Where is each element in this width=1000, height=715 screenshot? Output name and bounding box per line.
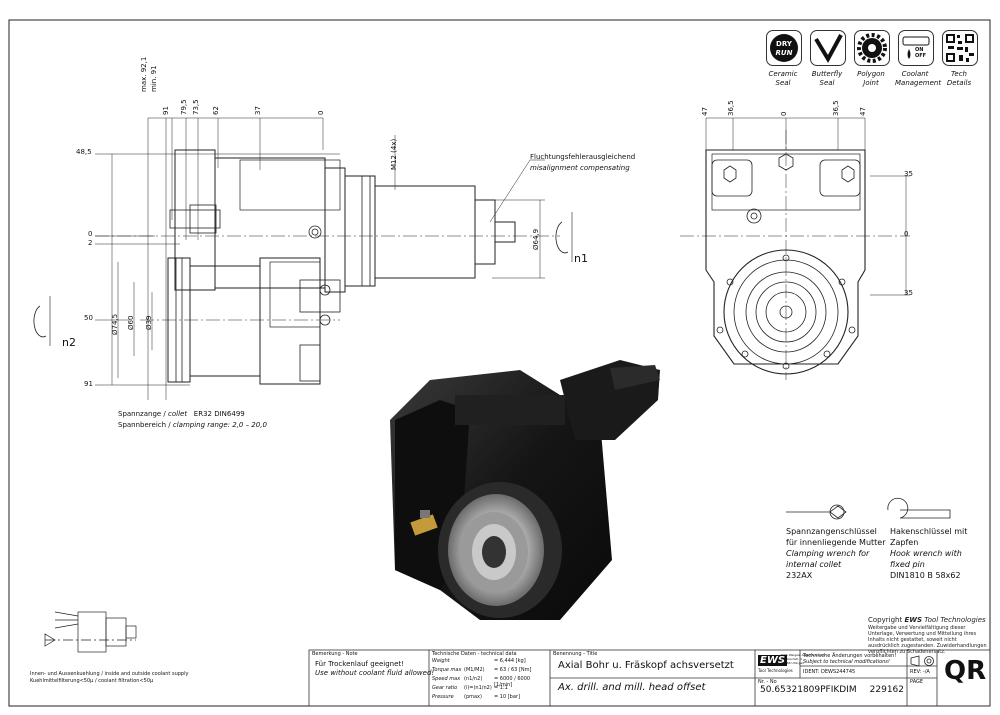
company-address: EWS Weigele GmbH & Co. KG Maybachstr. 1 … xyxy=(781,653,826,665)
tech-data-value: = 6000 / 6000 [1/min] xyxy=(494,676,531,688)
tech-details-caption[interactable]: Tech Details xyxy=(946,70,972,87)
ident-number: IDENT: DEWS244745 xyxy=(803,669,856,675)
dim-48-5: 48,5 xyxy=(76,148,92,156)
front-view xyxy=(680,117,910,380)
dim-91-left: 91 xyxy=(84,380,93,388)
company-logo: EWS xyxy=(758,655,788,666)
front-dim-47-right: 47 xyxy=(859,107,867,116)
dim-dia-39: Ø39 xyxy=(145,315,153,330)
front-dim-0: 0 xyxy=(780,111,788,116)
tech-data-label: Speed max xyxy=(432,676,461,682)
tech-data-unit: (pmax) xyxy=(464,694,482,700)
tech-data-value: = 63 / 63 [Nm] xyxy=(494,667,532,673)
wrench-right-text: Hakenschlüssel mit Zapfen Hook wrench wi… xyxy=(890,527,968,580)
dim-dia-60: Ø60 xyxy=(127,315,135,330)
tech-data-unit: (M1/M2) xyxy=(464,667,485,673)
tech-data-row: Gear ratio (i)=(n1/n2)= 1:1 xyxy=(432,685,548,694)
coolant-management-caption: Coolant Management xyxy=(895,70,942,87)
wrench-left-text: Spannzangenschlüssel für innenliegende M… xyxy=(786,527,886,580)
tech-data-unit: (n1/n2) xyxy=(464,676,483,682)
dim-0-left: 0 xyxy=(88,230,93,238)
tech-data-label: Technische Daten - technical data xyxy=(432,651,517,657)
wrench-drawings xyxy=(786,497,951,520)
dry-run-icon: DRY RUN xyxy=(766,30,802,66)
company-sub: Tool Technologies xyxy=(758,668,793,673)
tech-data-label: Gear ratio xyxy=(432,685,458,691)
product-render xyxy=(390,360,660,620)
ceramic-seal-caption: Ceramic Seal xyxy=(768,70,798,87)
dim-62: 62 xyxy=(212,106,220,115)
tech-data-label: Weight xyxy=(432,658,450,664)
tech-data-row: Torque max(M1/M2) = 63 / 63 [Nm] xyxy=(432,667,548,676)
part-no-label: Nr. - No xyxy=(758,679,777,685)
misalignment-note-en: misalignment compensating xyxy=(530,164,630,172)
dim-dia-64-9: Ø64,9 xyxy=(532,228,540,250)
collet-spec-line2: Spannbereich / clamping range: 2,0 – 20,… xyxy=(118,421,267,429)
modification-de: Technische Änderungen vorbehalten! xyxy=(803,653,897,659)
front-dim-35-top: 35 xyxy=(904,170,913,178)
tech-data-value: = 6,444 [kg] xyxy=(494,658,526,664)
dim-73-5: 73,5 xyxy=(192,99,200,115)
qr-mark: QR xyxy=(944,656,987,686)
tech-data-label: Torque max xyxy=(432,667,462,673)
tech-data-label: Pressure xyxy=(432,694,454,700)
tech-data-value: = 10 [bar] xyxy=(494,694,520,700)
coolant-schematic xyxy=(44,611,137,653)
front-dim-36-5-right: 36,5 xyxy=(832,100,840,116)
coolant-supply-note: Innen- und Aussenkuehlung / inside and o… xyxy=(30,671,189,684)
front-dim-0-right: 0 xyxy=(904,230,909,238)
dim-min-91: min. 91 xyxy=(150,65,158,92)
front-dim-47-left: 47 xyxy=(701,107,709,116)
side-view xyxy=(33,117,573,400)
tech-data-value: = 1:1 xyxy=(494,685,508,691)
projection-symbol xyxy=(910,652,936,671)
copyright-notice: Copyright EWS Tool Technologies Weiterga… xyxy=(868,616,987,655)
qr-code-icon[interactable] xyxy=(942,30,978,66)
part-number: 50.65321809PFIKDIM xyxy=(760,685,857,695)
title-en: Ax. drill. and mill. head offset xyxy=(558,682,706,693)
rotation-n1-label: n1 xyxy=(574,252,588,265)
polygon-gear-icon xyxy=(854,30,890,66)
remark-label: Bemerkung - Note xyxy=(312,651,358,657)
modification-en: Subject to technical modifications! xyxy=(803,659,890,665)
dim-91: 91 xyxy=(162,106,170,115)
title-de: Axial Bohr u. Fräskopf achsversetzt xyxy=(558,660,734,671)
rotation-n2-label: n2 xyxy=(62,336,76,349)
document-number: 229162 xyxy=(869,685,904,695)
tech-data-row: Speed max(n1/n2) = 6000 / 6000 [1/min] xyxy=(432,676,548,688)
dim-79-5: 79,5 xyxy=(180,99,188,115)
tech-data-unit: (i)=(n1/n2) xyxy=(464,685,492,691)
coolant-icon: ON OFF xyxy=(898,30,934,66)
remark-de: Für Trockenlauf geeignet! xyxy=(315,660,404,668)
dim-2: 2 xyxy=(88,239,93,247)
title-block-frame xyxy=(308,649,991,707)
tech-data-row: Weight = 6,444 [kg] xyxy=(432,658,548,667)
collet-spec-line1: Spannzange / collet ER32 DIN6499 xyxy=(118,410,245,418)
revision: REV: -/A xyxy=(910,669,930,675)
butterfly-icon xyxy=(810,30,846,66)
dim-m12: M12 (4x) xyxy=(390,138,398,170)
butterfly-seal-caption: Butterfly Seal xyxy=(811,70,843,87)
remark-en: Use without coolant fluid allowed! xyxy=(315,669,435,677)
dim-37: 37 xyxy=(254,106,262,115)
polygon-joint-caption: Polygon Joint xyxy=(857,70,885,87)
page-label: PAGE xyxy=(910,679,924,685)
front-dim-35-bottom: 35 xyxy=(904,289,913,297)
tech-data-row: Pressure (pmax) = 10 [bar] xyxy=(432,694,548,703)
dim-50: 50 xyxy=(84,314,93,322)
misalignment-note-de: Fluchtungsfehlerausgleichend xyxy=(530,153,636,161)
title-label: Benennung - Title xyxy=(553,651,598,657)
dim-0-top: 0 xyxy=(317,110,325,115)
dim-max-92-1: max. 92,1 xyxy=(140,56,148,92)
tech-data-table: Weight = 6,444 [kg] Torque max(M1/M2) = 63 … xyxy=(432,658,548,703)
front-dim-36-5-left: 36,5 xyxy=(727,100,735,116)
dim-dia-74-5: Ø74,5 xyxy=(111,313,119,335)
